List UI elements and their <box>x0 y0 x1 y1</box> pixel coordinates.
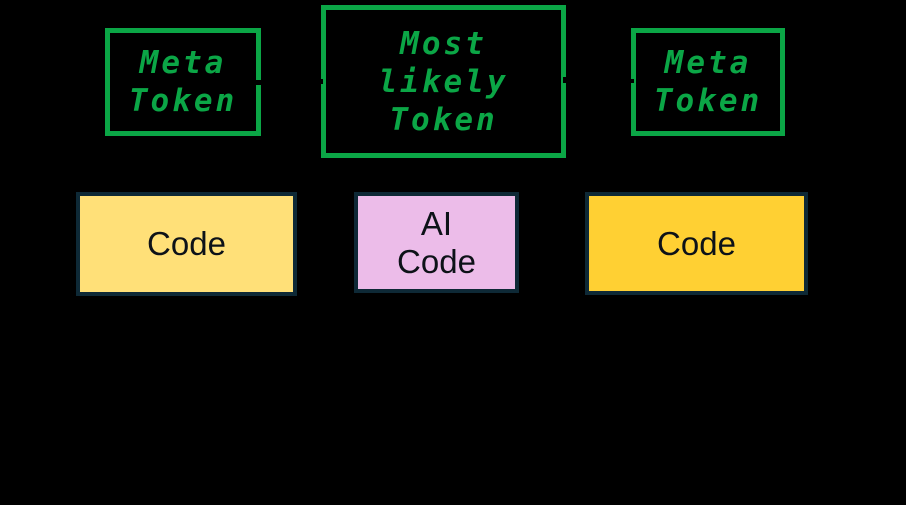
token-box-line: Token <box>389 101 498 138</box>
code-box-left: Code <box>76 192 297 296</box>
arrow-head-mark <box>629 79 634 83</box>
meta-token-box-left: Meta Token <box>105 28 261 136</box>
token-box-line: Meta <box>139 45 227 81</box>
arrow-head-mark <box>315 79 323 84</box>
code-box-line: Code <box>397 242 476 280</box>
code-box-right: Code <box>585 192 808 295</box>
code-box-line: AI <box>420 204 453 242</box>
token-box-line: likely <box>378 63 509 100</box>
token-box-line: Meta <box>664 45 752 81</box>
token-box-line: Most <box>400 25 487 62</box>
arrow-tail-mark <box>563 77 571 83</box>
token-box-line: Token <box>653 83 763 119</box>
ai-code-box: AI Code <box>354 192 519 293</box>
token-box-line: Token <box>128 83 238 119</box>
arrow-tail-mark <box>256 80 262 85</box>
meta-token-box-right: Meta Token <box>631 28 785 136</box>
code-box-line: Code <box>657 224 736 262</box>
code-box-line: Code <box>147 225 226 262</box>
most-likely-token-box: Most likely Token <box>321 5 566 158</box>
